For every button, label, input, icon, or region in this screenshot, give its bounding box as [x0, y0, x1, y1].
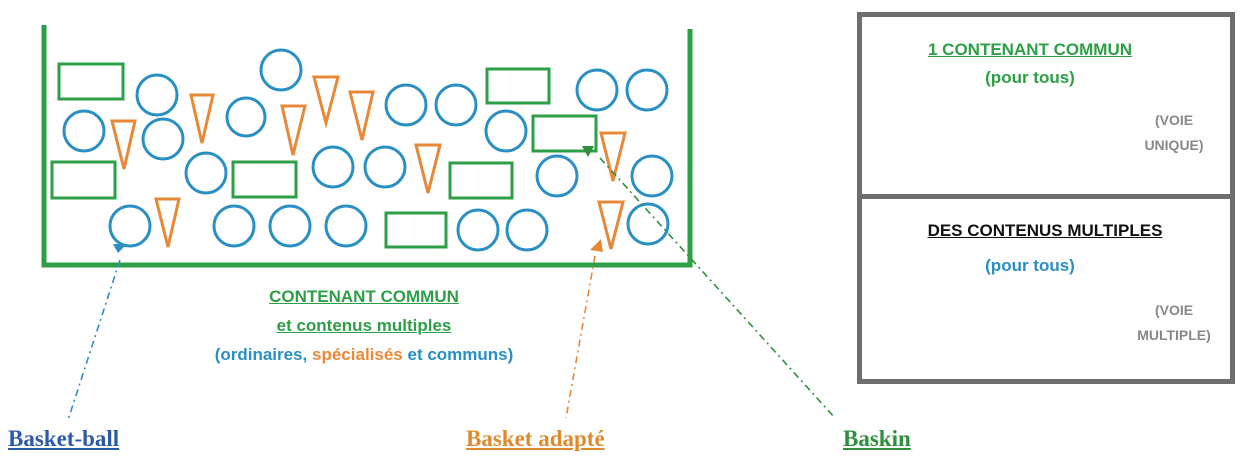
rect-shape: [57, 62, 125, 101]
orange-arrow-head: [590, 239, 603, 252]
label-basketball: Basket-ball: [8, 426, 120, 451]
circle-shape: [225, 96, 267, 138]
rect-shape: [384, 211, 448, 249]
rect-shape: [231, 160, 298, 199]
triangle-shape: [599, 131, 627, 182]
rect-shape: [485, 67, 551, 105]
panel-top-subtitle: (pour tous): [985, 68, 1075, 87]
blue-arrow-head: [113, 244, 127, 253]
panel-top-note-line2: UNIQUE): [1144, 137, 1204, 153]
circle-shape: [268, 204, 312, 248]
circle-shape: [434, 83, 478, 127]
panel-multiple-contents: [857, 194, 1235, 384]
rect-shape: [531, 114, 598, 153]
label-basket-adapte: Basket adapté: [466, 426, 605, 451]
circle-shape: [62, 109, 106, 153]
circle-shape: [311, 145, 355, 189]
circle-shape: [324, 204, 368, 248]
circle-shape: [135, 73, 179, 117]
rect-shape: [448, 161, 514, 200]
rect-shape: [50, 160, 117, 200]
circle-shape: [626, 202, 670, 246]
green-arrow-head: [582, 146, 594, 157]
caption-communs-text: et communs): [402, 345, 514, 364]
triangle-shape: [154, 197, 181, 248]
circles-group: [62, 48, 674, 252]
caption-ordinaires-text: (ordinaires,: [214, 345, 313, 364]
circle-shape: [575, 68, 619, 112]
panel-top-note-line1: (VOIE: [1154, 112, 1194, 128]
triangle-shape: [597, 200, 625, 250]
triangle-shape: [312, 75, 340, 129]
caption-specialises-text: spécialisés: [312, 345, 403, 364]
circle-shape: [535, 154, 579, 198]
panel-bottom-note-line1: (VOIE: [1154, 302, 1194, 318]
circle-shape: [141, 117, 185, 161]
panel-bottom-title: DES CONTENUS MULTIPLES: [927, 221, 1163, 240]
triangle-shape: [110, 119, 137, 170]
circle-shape: [484, 109, 528, 153]
panel-bottom-subtitle: (pour tous): [985, 256, 1075, 275]
container-caption-line2: et contenus multiples: [277, 316, 452, 336]
circle-shape: [184, 151, 228, 195]
triangle-shape: [280, 104, 307, 156]
circle-shape: [456, 208, 500, 252]
circle-shape: [108, 204, 152, 248]
container-caption-line1: CONTENANT COMMUN: [269, 287, 459, 306]
circle-shape: [259, 48, 303, 92]
container-outline: [41, 25, 693, 268]
circle-shape: [505, 208, 549, 252]
triangle-shape: [414, 143, 442, 194]
circle-shape: [384, 83, 428, 127]
basketball-pointer-line: [67, 259, 121, 421]
circle-shape: [212, 204, 256, 248]
rectangles-group: [50, 62, 598, 249]
triangle-shape: [348, 90, 375, 141]
circle-shape: [630, 154, 674, 198]
container-caption-line3: (ordinaires, spécialisés et communs): [215, 345, 514, 365]
basket-adapte-pointer-line: [565, 255, 596, 419]
panel-top-title: 1 CONTENANT COMMUN: [928, 40, 1132, 59]
triangles-group: [110, 75, 627, 250]
triangle-shape: [189, 93, 215, 144]
label-baskin: Baskin: [843, 426, 911, 451]
container-caption-line2-text: et contenus multiples: [276, 316, 452, 335]
circle-shape: [625, 68, 669, 112]
panel-bottom-note-line2: MULTIPLE): [1137, 327, 1211, 343]
circle-shape: [363, 145, 407, 189]
baskin-pointer-line: [599, 157, 836, 419]
